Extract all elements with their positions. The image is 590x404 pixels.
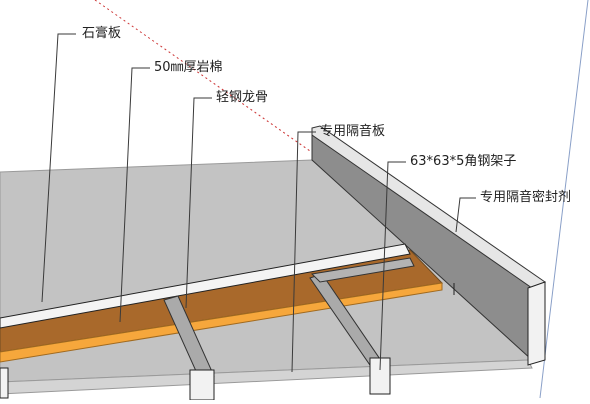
red-axis-line bbox=[94, 0, 331, 166]
gypsum-board-strip bbox=[0, 243, 411, 329]
leader-gypsum bbox=[41, 33, 76, 303]
label-acoustic-sealant: 专用隔音密封剂 bbox=[480, 190, 572, 205]
label-acoustic-board: 专用隔音板 bbox=[320, 124, 386, 139]
label-rock-wool: 50㎜厚岩棉 bbox=[154, 60, 223, 75]
label-gypsum-board: 石膏板 bbox=[82, 26, 122, 41]
label-light-steel-keel: 轻钢龙骨 bbox=[216, 90, 269, 105]
label-angle-steel-frame: 63*63*5角钢架子 bbox=[410, 154, 517, 169]
leader-angle-steel bbox=[379, 161, 406, 371]
angle-steel-post-3 bbox=[0, 367, 9, 399]
acoustic-board-end bbox=[527, 281, 546, 366]
leader-acoustic-board bbox=[291, 131, 316, 373]
angle-steel-post-1 bbox=[189, 369, 215, 401]
leader-sealant bbox=[455, 197, 476, 233]
leader-rock-wool bbox=[119, 67, 150, 323]
leader-steel-keel bbox=[185, 97, 212, 309]
leader-lines bbox=[41, 33, 476, 373]
blue-axis-line bbox=[547, 0, 589, 331]
steel-keel-3 bbox=[310, 257, 415, 283]
blue-axis-line-2 bbox=[539, 329, 549, 399]
floor-front-edge bbox=[0, 359, 533, 395]
